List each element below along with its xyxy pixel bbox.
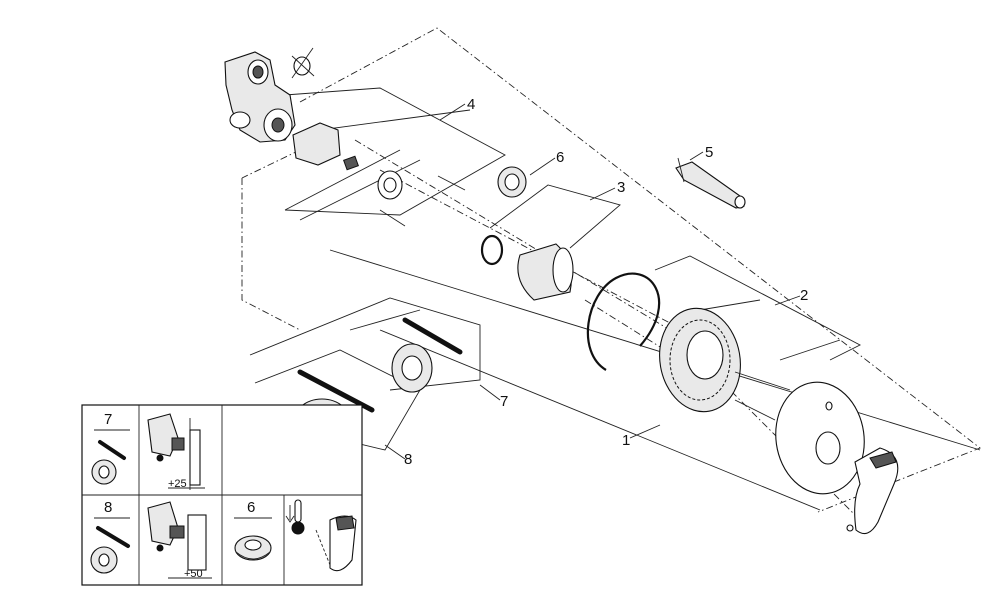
legend-table: 7 +25 8: [81, 404, 363, 586]
callout-4: 4: [467, 96, 475, 113]
legend-temperature-cell: [285, 499, 357, 572]
cartridge-assembly: [292, 122, 466, 227]
part-7-extension: [391, 317, 463, 393]
part-1-cover-and-lever: [775, 381, 899, 535]
legend-dimension-25: +25: [168, 478, 187, 490]
part-5-spindle: [675, 157, 746, 209]
retaining-clip: [586, 272, 661, 371]
callout-1: 1: [622, 432, 630, 449]
callout-7: 7: [500, 393, 508, 410]
legend-dimension-50: +50: [184, 568, 203, 580]
callout-6: 6: [556, 149, 564, 166]
legend-cell-6-number: 6: [247, 499, 255, 516]
legend-cell-8-number: 8: [104, 499, 112, 516]
callout-8: 8: [404, 451, 412, 468]
legend-cell-7: 7: [91, 411, 130, 485]
part-3-sleeve: [480, 234, 574, 301]
valve-body: [224, 47, 315, 143]
legend-install-7: +25: [147, 413, 205, 490]
callout-2: 2: [800, 287, 808, 304]
callout-5: 5: [705, 144, 713, 161]
callout-3: 3: [617, 179, 625, 196]
group-brackets: [249, 87, 981, 511]
legend-cell-8: 8: [90, 499, 130, 574]
callout-leaders: [384, 103, 801, 460]
legend-install-8: +50: [147, 501, 212, 580]
legend-cell-6: 6: [234, 499, 272, 561]
part-6-knob: [497, 166, 527, 198]
legend-cell-7-number: 7: [104, 411, 112, 428]
part-2-escutcheon: [659, 307, 791, 421]
